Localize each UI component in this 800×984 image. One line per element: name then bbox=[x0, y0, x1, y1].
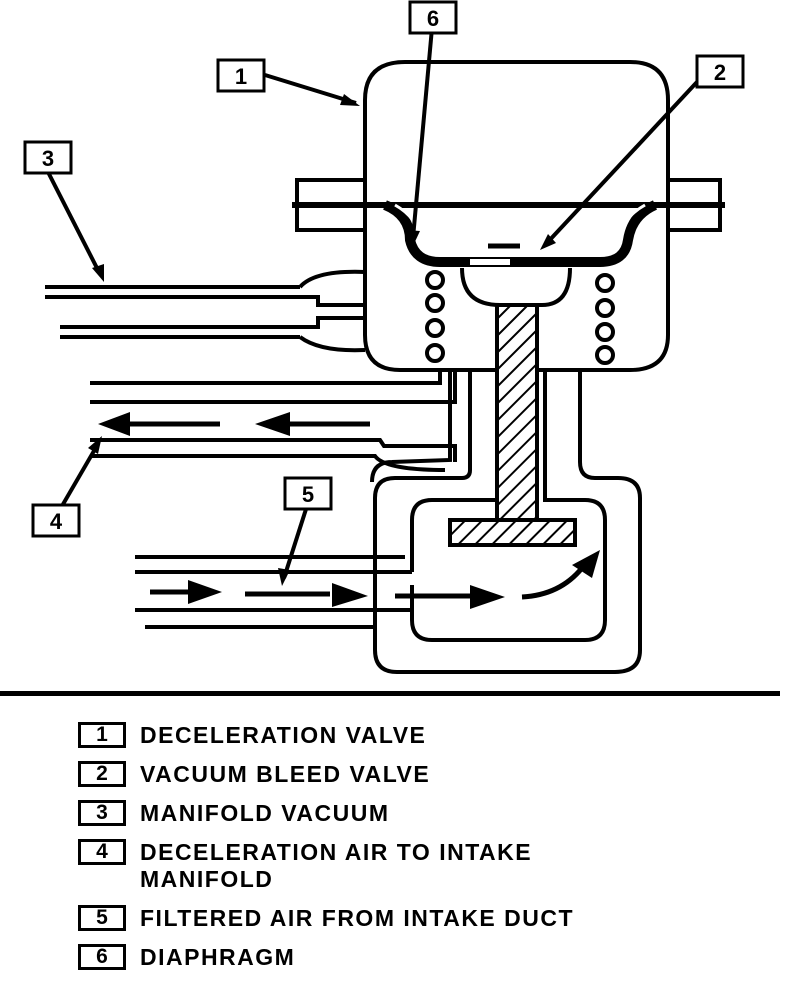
callout-6-label: 6 bbox=[427, 6, 439, 31]
callout-4: 4 bbox=[31, 503, 81, 538]
valve-stem bbox=[495, 303, 539, 522]
callout-1: 1 bbox=[216, 58, 266, 93]
decel-air-flow-arrows bbox=[98, 412, 370, 436]
callout-5-label: 5 bbox=[302, 482, 314, 507]
diaphragm bbox=[382, 200, 658, 267]
spring-coils-right bbox=[595, 273, 615, 365]
legend-label: DIAPHRAGM bbox=[140, 944, 296, 970]
valve-disc bbox=[448, 518, 577, 547]
legend-label: MANIFOLD VACUUM bbox=[140, 800, 390, 826]
legend-item: 1 DECELERATION VALVE bbox=[78, 722, 778, 749]
leader-lines bbox=[46, 27, 699, 579]
legend-number: 5 bbox=[78, 905, 126, 931]
callout-2-label: 2 bbox=[714, 60, 726, 85]
divider-rule bbox=[0, 691, 780, 696]
lower-valve-body bbox=[370, 370, 642, 674]
callout-2: 2 bbox=[695, 54, 745, 89]
legend-label: DECELERATION VALVE bbox=[140, 722, 427, 748]
legend-item: 6 DIAPHRAGM bbox=[78, 944, 778, 971]
legend-number: 4 bbox=[78, 839, 126, 865]
callout-3: 3 bbox=[23, 140, 73, 175]
legend-number: 1 bbox=[78, 722, 126, 748]
legend-item: 5 FILTERED AIR FROM INTAKE DUCT bbox=[78, 905, 778, 932]
legend-label: VACUUM BLEED VALVE bbox=[140, 761, 431, 787]
filtered-air-passage bbox=[135, 555, 412, 629]
bleed-valve-slot bbox=[470, 243, 565, 265]
legend-item: 2 VACUUM BLEED VALVE bbox=[78, 761, 778, 788]
legend-number: 3 bbox=[78, 800, 126, 826]
deceleration-valve-diagram: 1 2 3 4 5 6 bbox=[23, 0, 745, 674]
legend-number: 2 bbox=[78, 761, 126, 787]
callout-5: 5 bbox=[283, 476, 333, 511]
legend-item: 3 MANIFOLD VACUUM bbox=[78, 800, 778, 827]
callout-4-label: 4 bbox=[50, 509, 63, 534]
legend-label: FILTERED AIR FROM INTAKE DUCT bbox=[140, 905, 575, 931]
manifold-vacuum-line bbox=[45, 269, 366, 353]
filtered-air-flow-arrows bbox=[150, 550, 600, 609]
legend: 1 DECELERATION VALVE 2 VACUUM BLEED VALV… bbox=[78, 722, 778, 983]
legend-label: DECELERATION AIR TO INTAKE MANIFOLD bbox=[140, 839, 533, 892]
legend-number: 6 bbox=[78, 944, 126, 970]
housing-flange bbox=[292, 178, 725, 232]
callout-3-label: 3 bbox=[42, 146, 54, 171]
leader-arrowheads bbox=[88, 94, 556, 586]
decel-air-passage bbox=[90, 370, 457, 472]
legend-item: 4 DECELERATION AIR TO INTAKE MANIFOLD bbox=[78, 839, 778, 893]
callout-1-label: 1 bbox=[235, 64, 247, 89]
diaphragm-cup bbox=[460, 267, 572, 307]
callout-6: 6 bbox=[408, 0, 458, 35]
spring-coils-left bbox=[425, 270, 445, 363]
